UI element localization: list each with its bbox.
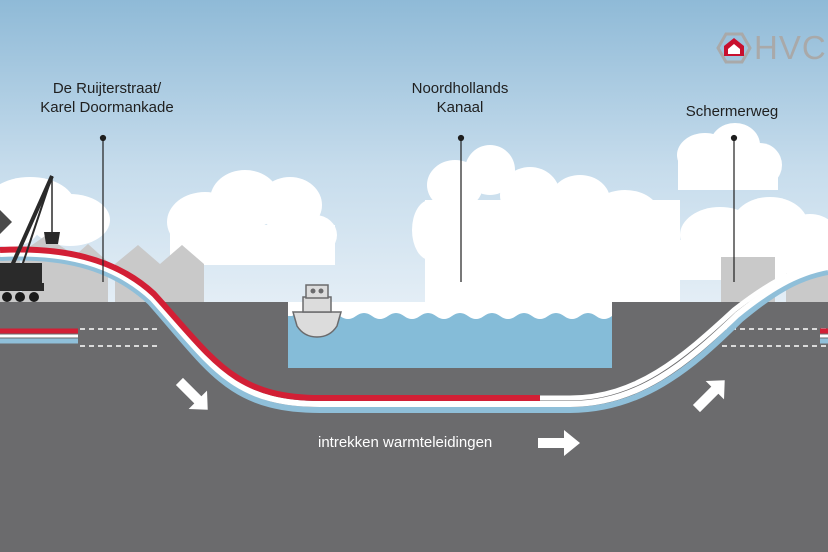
location-label-line: Kanaal <box>436 99 484 116</box>
cloud-right-upper <box>677 123 782 190</box>
hvc-hexagon-logo-icon <box>716 32 752 64</box>
canal-water <box>288 302 612 368</box>
cloud-center-left <box>167 170 337 265</box>
clouds <box>0 123 828 305</box>
arrow-up-right-icon <box>692 380 725 413</box>
cloud-center <box>412 145 680 305</box>
leader-lines <box>99 134 738 282</box>
location-label-line: Karel Doormankade <box>40 99 174 116</box>
logo-text: HVC <box>754 30 827 66</box>
drilled-pipe-bundle <box>0 246 828 413</box>
existing-pipes <box>0 328 828 344</box>
caption-intrekken-warmteleidingen: intrekken warmteleidingen <box>318 434 493 451</box>
road-markings <box>80 328 828 347</box>
red-supply-pipe <box>0 246 540 401</box>
location-label-line: De Ruijterstraat/ <box>52 80 162 97</box>
location-label-noordhollands-kanaal: Noordhollands Kanaal <box>390 79 530 117</box>
location-label-line: Noordhollands <box>411 80 509 97</box>
location-label-schermerweg: Schermerweg <box>685 103 779 120</box>
hvc-logo: HVC <box>716 30 828 66</box>
arrow-right-icon <box>538 430 580 456</box>
white-separator <box>0 250 828 407</box>
crane-icon <box>0 175 60 302</box>
blue-return-pipe <box>0 254 828 413</box>
white-supply-empty <box>540 259 828 401</box>
boat-icon <box>292 284 342 338</box>
location-label-de-ruijterstraat: De Ruijterstraat/ Karel Doormankade <box>22 79 192 117</box>
arrow-down-right-icon <box>175 377 208 410</box>
